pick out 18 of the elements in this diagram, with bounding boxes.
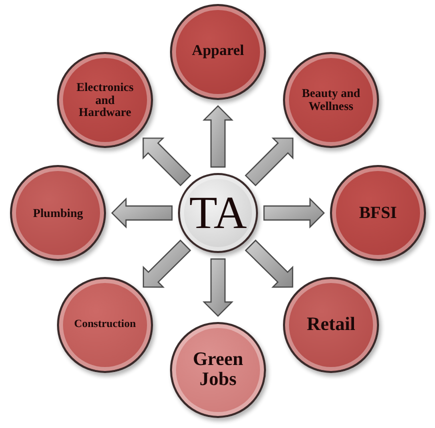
- category-label: Retail: [306, 315, 356, 335]
- category-label: Green Jobs: [192, 350, 244, 390]
- block-arrow: [142, 138, 192, 186]
- category-label: Plumbing: [32, 206, 84, 220]
- block-arrow: [111, 198, 173, 228]
- block-arrow: [244, 138, 294, 186]
- block-arrow: [202, 258, 234, 317]
- block-arrow: [244, 240, 294, 288]
- block-arrow: [142, 240, 192, 288]
- center-label: TA: [188, 188, 248, 238]
- center-circle: [178, 173, 258, 253]
- category-label: Electronics and Hardware: [75, 81, 135, 119]
- category-label: Construction: [73, 319, 137, 331]
- category-label: Apparel: [190, 44, 246, 60]
- category-label: BFSI: [358, 204, 398, 222]
- block-arrow: [202, 105, 234, 168]
- block-arrow: [263, 198, 325, 228]
- category-label: Beauty and Wellness: [300, 87, 362, 113]
